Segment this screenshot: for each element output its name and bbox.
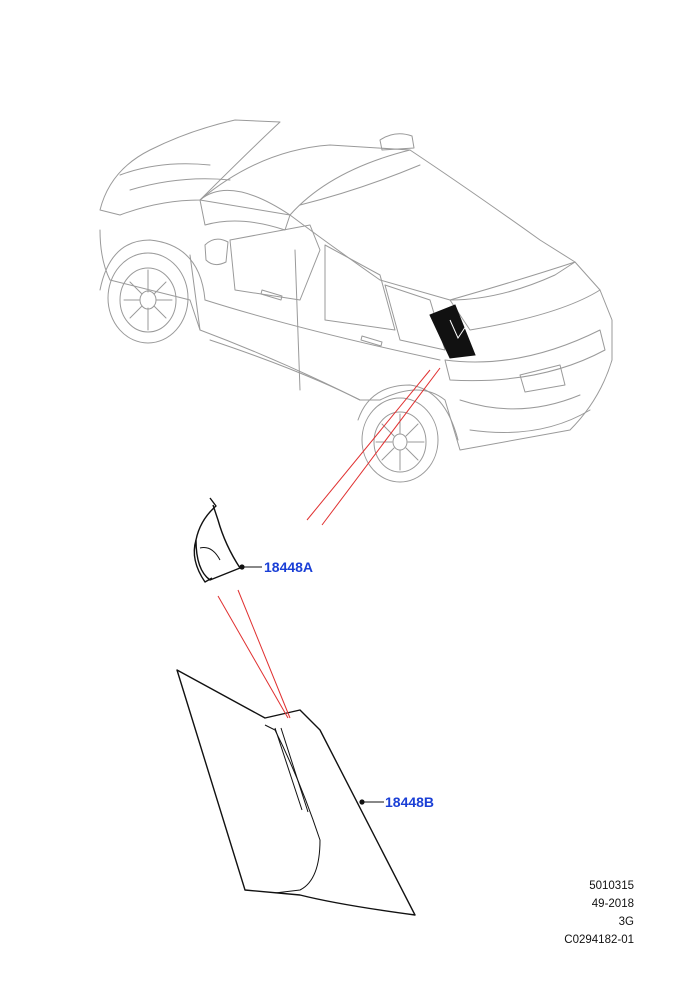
drawing-image-code: C0294182-01 [564, 934, 634, 946]
vehicle-illustration [99, 119, 613, 483]
leader-line-vehicle-to-18448A-2 [321, 367, 441, 526]
leader-line-vehicle-to-18448A-1 [306, 369, 431, 521]
leader-lines [217, 367, 441, 719]
quarter-glass-highlight-mark [449, 319, 467, 340]
drawing-date-code: 49-2018 [591, 898, 634, 910]
part-label-18448A: 18448A [264, 559, 313, 575]
highlighted-quarter-glass [429, 304, 476, 359]
part-18448B-illustration [176, 669, 416, 916]
drawing-section-code: 3G [618, 916, 634, 928]
leader-line-18448A-to-18448B-2 [237, 589, 291, 719]
part-18448A-illustration [193, 497, 241, 583]
part-label-18448B: 18448B [385, 794, 434, 810]
leader-line-18448A-to-18448B-1 [217, 595, 289, 719]
drawing-number: 5010315 [589, 880, 634, 892]
callout-18448B: 18448B [359, 794, 434, 810]
drawing-reference-block: 5010315 49-2018 3G C0294182-01 [564, 877, 634, 949]
callout-18448A: 18448A [239, 559, 313, 575]
